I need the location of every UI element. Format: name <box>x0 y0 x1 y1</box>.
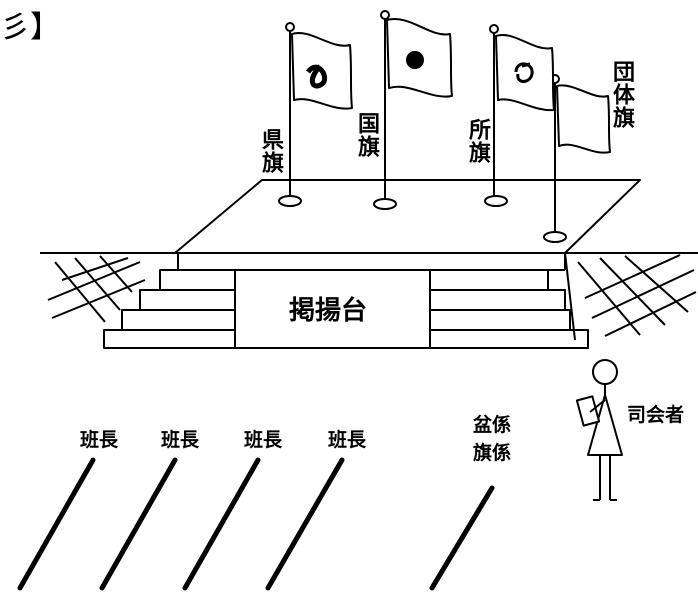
group-flag <box>556 84 611 154</box>
national-flag-label: 国旗 <box>354 112 379 158</box>
right-hatch <box>577 254 697 337</box>
leader-lines <box>17 457 495 591</box>
office-flag-label: 所旗 <box>465 118 490 164</box>
emcee-figure <box>575 359 623 501</box>
group-flag-label: 団体旗 <box>609 60 634 129</box>
role-label-2: 旗係 <box>472 442 511 464</box>
office-emblem-icon <box>514 62 534 83</box>
role-label-1: 盆係 <box>472 414 511 436</box>
leader-label: 班長 <box>161 429 200 451</box>
leader-label: 班長 <box>80 429 119 451</box>
platform-top <box>174 179 641 254</box>
left-steps <box>103 269 236 349</box>
leader-label: 班長 <box>328 429 367 451</box>
prefecture-flag-label: 県旗 <box>258 128 283 174</box>
stage-label: 掲揚台 <box>289 296 368 326</box>
corner-text: 彡】 <box>0 10 60 45</box>
left-hatch <box>47 255 146 323</box>
national-sun-icon <box>406 51 424 69</box>
emcee-label: 司会者 <box>627 404 685 426</box>
office-flag <box>495 33 555 112</box>
leader-label: 班長 <box>244 429 283 451</box>
prefecture-emblem-icon <box>305 64 328 89</box>
right-steps <box>429 269 589 349</box>
stage-front <box>234 269 431 349</box>
flagpoles <box>278 10 567 243</box>
